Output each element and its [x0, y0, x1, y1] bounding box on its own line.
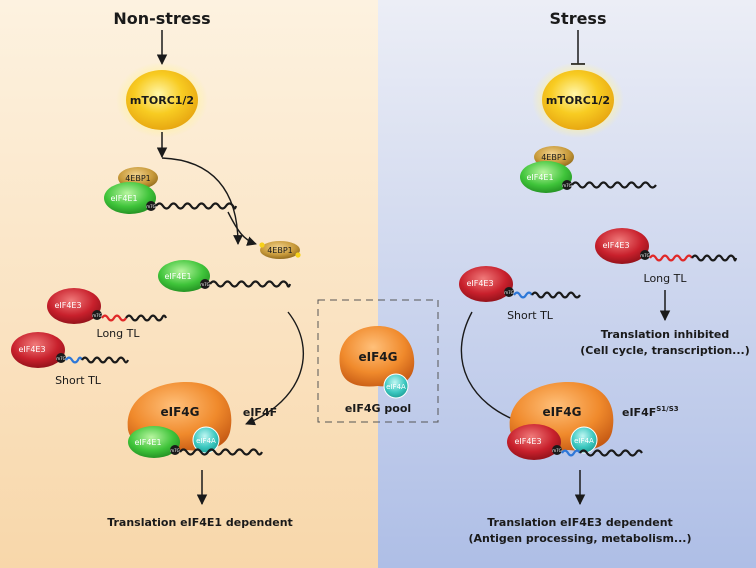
left-eif4e3-short-tl: eIF4E3 m7G Short TL — [11, 332, 130, 387]
short-tl-segment — [65, 356, 84, 364]
eif4f-label: eIF4F — [243, 406, 277, 419]
free-eif4e1-mrna: eIF4E1 m7G — [158, 260, 292, 292]
4ebp1-label: 4EBP1 — [541, 153, 567, 162]
release-branch — [227, 211, 257, 246]
released-4ebp1: 4EBP1 — [259, 241, 301, 259]
cap-label: m7G — [146, 204, 156, 209]
mrna-strand — [209, 280, 292, 288]
right-eif4e3-long-tl: eIF4E3 m7G Long TL — [595, 228, 738, 285]
eif4e3-label: eIF4E3 — [18, 345, 45, 354]
right-4ebp1-complex: 4EBP1 eIF4E1 m7G — [520, 146, 657, 193]
mtorc-left-label: mTORC1/2 — [130, 94, 194, 107]
right-eif4f-complex: eIF4G eIF4FS1/S3 eIF4E3 m7G eIF4A — [507, 382, 679, 460]
cap-label: m7G — [200, 282, 210, 287]
mrna-strand — [571, 181, 657, 189]
mtorc-left: mTORC1/2 — [116, 62, 208, 138]
eif4a-label: eIF4A — [574, 437, 594, 445]
mrna-strand — [691, 254, 738, 262]
eif4e1-label: eIF4E1 — [526, 173, 553, 182]
left-eif4e3-long-tl: eIF4E3 m7G Long TL — [47, 288, 168, 340]
cap-label: m7G — [504, 290, 514, 295]
eif4f-s1s3-label: eIF4FS1/S3 — [622, 405, 679, 419]
cap-label: m7G — [640, 253, 650, 258]
mrna-strand — [579, 449, 643, 457]
left-output-label: Translation eIF4E1 dependent — [107, 516, 293, 529]
left-eif4f-complex: eIF4G eIF4F eIF4E1 m7G eIF4A — [127, 382, 277, 458]
long-tl-segment — [649, 254, 693, 262]
short-tl-segment — [513, 291, 533, 299]
eif4a-label: eIF4A — [196, 437, 216, 445]
eif4e3-label: eIF4E3 — [514, 437, 541, 446]
eif4g-pool-box — [317, 299, 439, 423]
mtorc-right: mTORC1/2 — [532, 62, 624, 138]
eif4e1-label: eIF4E1 — [164, 272, 191, 281]
short-tl-label: Short TL — [55, 374, 102, 387]
eif4e3-label: eIF4E3 — [466, 279, 493, 288]
eif4f-superscript: S1/S3 — [656, 405, 679, 413]
eif4g-pool: eIF4G eIF4A — [339, 326, 415, 399]
eif4g-label: eIF4G — [543, 405, 582, 419]
eif4e3-label: eIF4E3 — [602, 241, 629, 250]
cap-label: m7G — [56, 356, 66, 361]
long-tl-label: Long TL — [644, 272, 688, 285]
left-heading: Non-stress — [113, 9, 210, 28]
4ebp1-label: 4EBP1 — [125, 174, 151, 183]
inhibited-sublabel: (Cell cycle, transcription...) — [580, 344, 749, 357]
short-tl-label: Short TL — [507, 309, 554, 322]
right-output-label: Translation eIF4E3 dependent — [487, 516, 673, 529]
mrna-strand — [125, 314, 168, 322]
eif4g-pool-label: eIF4G pool — [345, 402, 411, 415]
cap-label: m7G — [552, 448, 562, 453]
cap-label: m7G — [170, 448, 180, 453]
inhibited-label: Translation inhibited — [601, 328, 729, 341]
mtorc-right-label: mTORC1/2 — [546, 94, 610, 107]
assembly-arrow-right — [460, 311, 521, 424]
eif4e3-label: eIF4E3 — [54, 301, 81, 310]
eif4e1-label: eIF4E1 — [110, 194, 137, 203]
cap-label: m7G — [562, 183, 572, 188]
right-eif4e3-short-tl: eIF4E3 m7G Short TL — [459, 266, 581, 322]
long-tl-label: Long TL — [97, 327, 141, 340]
eif4e1-label: eIF4E1 — [134, 438, 161, 447]
eif4a-label: eIF4A — [386, 383, 406, 391]
cap-label: m7G — [92, 313, 102, 318]
mrna-strand — [155, 202, 238, 210]
4ebp1-label: 4EBP1 — [267, 246, 293, 255]
mrna-strand — [531, 291, 581, 299]
long-tl-segment — [101, 314, 127, 322]
left-4ebp1-complex: 4EBP1 eIF4E1 m7G — [104, 167, 238, 214]
short-tl-segment — [561, 449, 581, 457]
eif4g-label: eIF4G — [161, 405, 200, 419]
eif4g-label: eIF4G — [359, 350, 398, 364]
mrna-strand — [81, 356, 130, 364]
eif4f-base-text: eIF4F — [622, 406, 656, 419]
right-output-sublabel: (Antigen processing, metabolism...) — [469, 532, 692, 545]
assembly-arrow-left — [245, 311, 304, 426]
mrna-strand — [179, 448, 263, 456]
right-heading: Stress — [550, 9, 607, 28]
